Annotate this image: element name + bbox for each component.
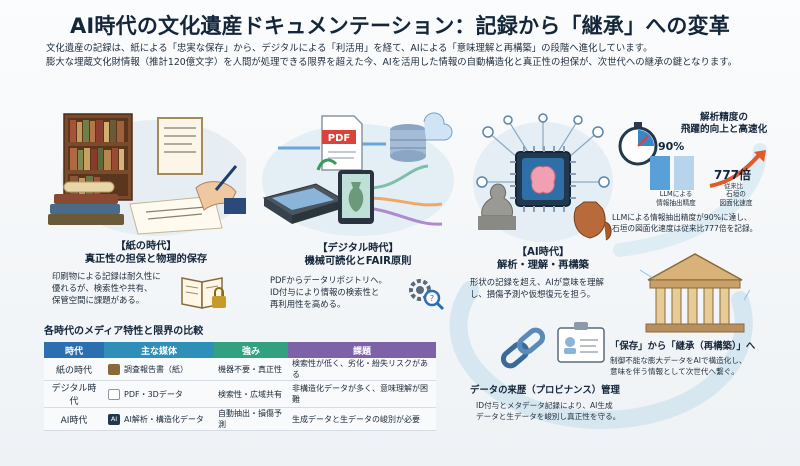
table-cell-issue: 非構造化データが多く、意味理解が困難 [288, 380, 436, 408]
table-cell-strength: 機器不要・真正性 [214, 358, 288, 381]
digital-era-desc: PDFからデータリポジトリへ。 ID付与により情報の検索性と 再利用性を高める。 [270, 274, 406, 310]
digital-era-title: 【デジタル時代】 機械可読化とFAIR原則 [258, 242, 458, 268]
digital-era-body-line-2: ID付与により情報の検索性と [270, 287, 380, 297]
table-cell-medium: 調査報告書（紙） [104, 358, 214, 381]
table-header-medium: 主な媒体 [104, 342, 214, 358]
ai-era-body-line-1: 形状の記録を超え、AIが意味を理解 [470, 277, 604, 287]
table-cell-era: AI時代 [44, 407, 104, 431]
table-cell-medium-text: 調査報告書（紙） [124, 364, 188, 374]
paper-era-block: 【紙の時代】 真正性の担保と物理的保存 [46, 240, 246, 266]
digital-era-illustration: PDF [262, 112, 454, 236]
accuracy-label-right-line-2: 図面化速度 [719, 198, 753, 207]
table-cell-medium: AI AI解析・構造化データ [104, 407, 214, 431]
digital-era-body-line-3: 再利用性を高める。 [270, 299, 346, 309]
paper-era-title-line-1: 【紙の時代】 [115, 241, 177, 252]
accuracy-label-left-line-2: 情報抽出精度 [656, 198, 696, 207]
speed-value: 777倍 [714, 168, 752, 182]
digital-era-block: 【デジタル時代】 機械可読化とFAIR原則 [258, 242, 458, 268]
accuracy-label-left: LLMによる 情報抽出精度 [640, 190, 712, 207]
table-header-row: 時代 主な媒体 強み 課題 [44, 342, 436, 358]
comparison-table-block: 各時代のメディア特性と限界の比較 時代 主な媒体 強み 課題 紙の時代 調査報告… [44, 322, 436, 431]
accuracy-label-right-line-1: 石垣の [726, 190, 746, 198]
temple-illustration [640, 253, 750, 333]
page-title: AI時代の文化遺産ドキュメンテーション：記録から「継承」への変革 [69, 14, 731, 38]
digital-era-title-line-2: 機械可読化とFAIR原則 [304, 256, 412, 267]
inheritance-body-line-1: 制御不能な膨大データをAIで構造化し、 [610, 356, 747, 365]
intro-line-1: 文化遺産の記録は、紙による「忠実な保存」から、デジタルによる「利活用」を経て、A… [46, 43, 653, 54]
accuracy-title-line-1: 解析精度の [700, 112, 748, 123]
report-book-icon [108, 363, 120, 375]
comparison-table-title: 各時代のメディア特性と限界の比較 [44, 326, 204, 337]
paper-era-body-line-2: 優れるが、検索性や共有、 [52, 283, 153, 293]
ai-era-title: 【AI時代】 解析・理解・再構築 [468, 246, 618, 272]
accuracy-percent: 90% [658, 140, 685, 153]
paper-era-illustration [48, 113, 246, 236]
table-cell-strength: 検索性・広域共有 [214, 380, 288, 408]
accuracy-label-left-line-1: LLMによる [659, 190, 693, 198]
intro-line-2: 膨大な埋蔵文化財情報（推計120億文字）を人間が処理できる限界を超えた今、AIを… [46, 57, 738, 68]
table-cell-medium-text: PDF・3Dデータ [124, 389, 183, 399]
paper-era-title: 【紙の時代】 真正性の担保と物理的保存 [46, 240, 246, 266]
inheritance-block: 「保存」から「継承（再構築）」へ 制御不能な膨大データをAIで構造化し、 意味を… [610, 340, 800, 377]
paper-era-desc: 印刷物による記録は耐久性に 優れるが、検索性や共有、 保管空間に課題がある。 [52, 270, 182, 306]
paper-era-body-line-1: 印刷物による記録は耐久性に [52, 271, 161, 281]
ai-era-title-line-2: 解析・理解・再構築 [497, 260, 589, 271]
comparison-table: 時代 主な媒体 強み 課題 紙の時代 調査報告書（紙） 機器不要・真正性 [44, 342, 436, 431]
accuracy-title-line-2: 飛躍的向上と高速化 [680, 124, 768, 135]
table-header-issue: 課題 [288, 342, 436, 358]
inheritance-body-line-2: 意味を伴う情報として次世代へ繋ぐ。 [610, 367, 739, 376]
speed-sub: 従来比 [724, 182, 744, 190]
table-cell-strength: 自動抽出・損傷予測 [214, 407, 288, 431]
paper-era-title-line-2: 真正性の担保と物理的保存 [84, 254, 208, 265]
digital-era-body-line-1: PDFからデータリポジトリへ。 [270, 275, 387, 285]
gear-search-icon: ? [409, 279, 445, 311]
table-cell-issue: 生成データと生データの峻別が必要 [288, 407, 436, 431]
ai-era-title-line-1: 【AI時代】 [516, 247, 570, 258]
accuracy-note-line-1: LLMによる情報抽出精度が90%に達し、 [612, 213, 752, 222]
table-row: AI時代 AI AI解析・構造化データ 自動抽出・損傷予測 生成データと生データ… [44, 407, 436, 431]
inheritance-title: 「保存」から「継承（再構築）」へ [610, 341, 756, 352]
provenance-title: データの来歴（プロビナンス）管理 [470, 385, 620, 396]
pdf-icon-label: PDF [328, 133, 350, 144]
ai-era-desc: 形状の記録を超え、AIが意味を理解 し、損傷予測や仮想復元を担う。 [470, 276, 640, 300]
paper-era-body-line-3: 保管空間に課題がある。 [52, 295, 145, 305]
provenance-body-line-1: ID付与とメタデータ記録により、AI生成 [476, 401, 613, 410]
chain-link-icon [500, 327, 546, 369]
ai-chip-icon: AI [108, 413, 120, 425]
table-cell-medium: PDF・3Dデータ [104, 380, 214, 408]
ai-era-body-line-2: し、損傷予測や仮想復元を担う。 [470, 289, 596, 299]
accuracy-title: 解析精度の 飛躍的向上と高速化 [664, 112, 784, 136]
book-lock-icon [181, 277, 226, 309]
accuracy-bars-graphic [650, 150, 766, 190]
table-header-strength: 強み [214, 342, 288, 358]
table-cell-medium-text: AI解析・構造化データ [124, 414, 204, 424]
accuracy-note: LLMによる情報抽出精度が90%に達し、 石垣の図面化速度は従来比777倍を記録… [612, 212, 796, 234]
table-header-era: 時代 [44, 342, 104, 358]
table-cell-issue: 検索性が低く、劣化・紛失リスクがある [288, 358, 436, 381]
table-row: デジタル時代 PDF・3Dデータ 検索性・広域共有 非構造化データが多く、意味理… [44, 380, 436, 408]
accuracy-note-line-2: 石垣の図面化速度は従来比777倍を記録。 [612, 224, 758, 233]
provenance-body-line-2: データと生データを峻別し真正性を守る。 [476, 412, 621, 421]
accuracy-label-right: 石垣の 図面化速度 [708, 190, 764, 207]
id-card-icon [557, 322, 605, 363]
table-cell-era: 紙の時代 [44, 358, 104, 381]
digital-era-title-line-1: 【デジタル時代】 [317, 243, 399, 254]
ai-era-illustration [473, 113, 613, 242]
provenance-block: データの来歴（プロビナンス）管理 ID付与とメタデータ記録により、AI生成 デー… [470, 384, 640, 422]
table-row: 紙の時代 調査報告書（紙） 機器不要・真正性 検索性が低く、劣化・紛失リスクがあ… [44, 358, 436, 381]
intro-text: 文化遺産の記録は、紙による「忠実な保存」から、デジタルによる「利活用」を経て、A… [46, 42, 766, 70]
document-icon [108, 388, 120, 400]
ai-era-block: 【AI時代】 解析・理解・再構築 [468, 246, 618, 272]
svg-text:?: ? [430, 294, 434, 303]
stopwatch-icon [618, 122, 658, 166]
table-cell-era: デジタル時代 [44, 380, 104, 408]
